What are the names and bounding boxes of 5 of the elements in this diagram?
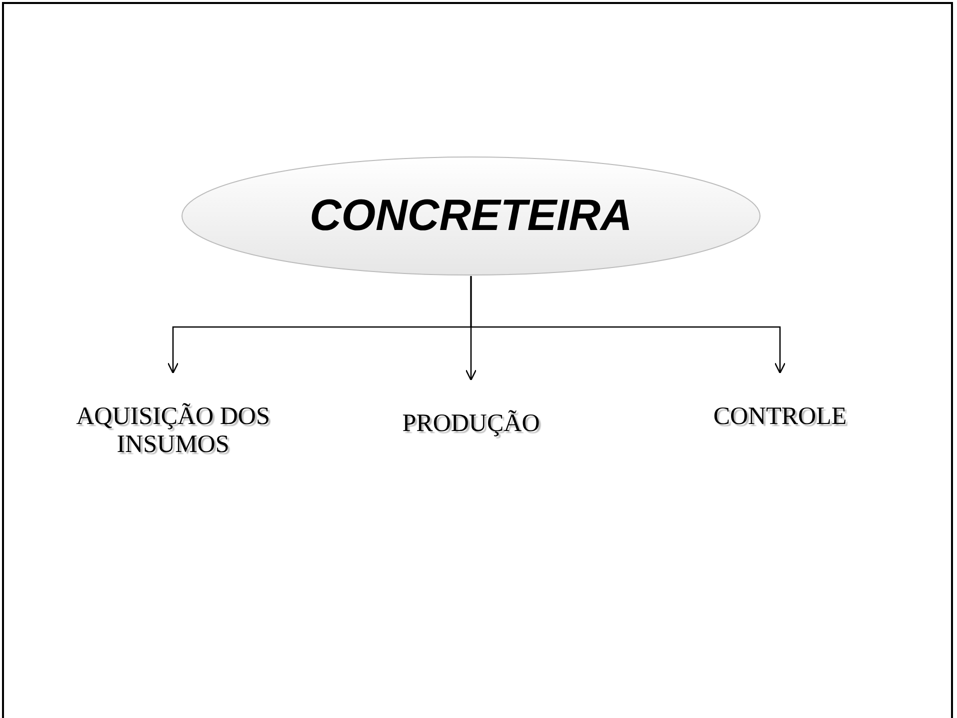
node-label: CONTROLE: [713, 403, 847, 431]
node-label: AQUISIÇÃO DOS INSUMOS: [75, 403, 271, 459]
title-text: CONCRETEIRA: [310, 191, 632, 241]
arrow: [470, 276, 786, 374]
node-label: PRODUÇÃO: [402, 410, 540, 438]
